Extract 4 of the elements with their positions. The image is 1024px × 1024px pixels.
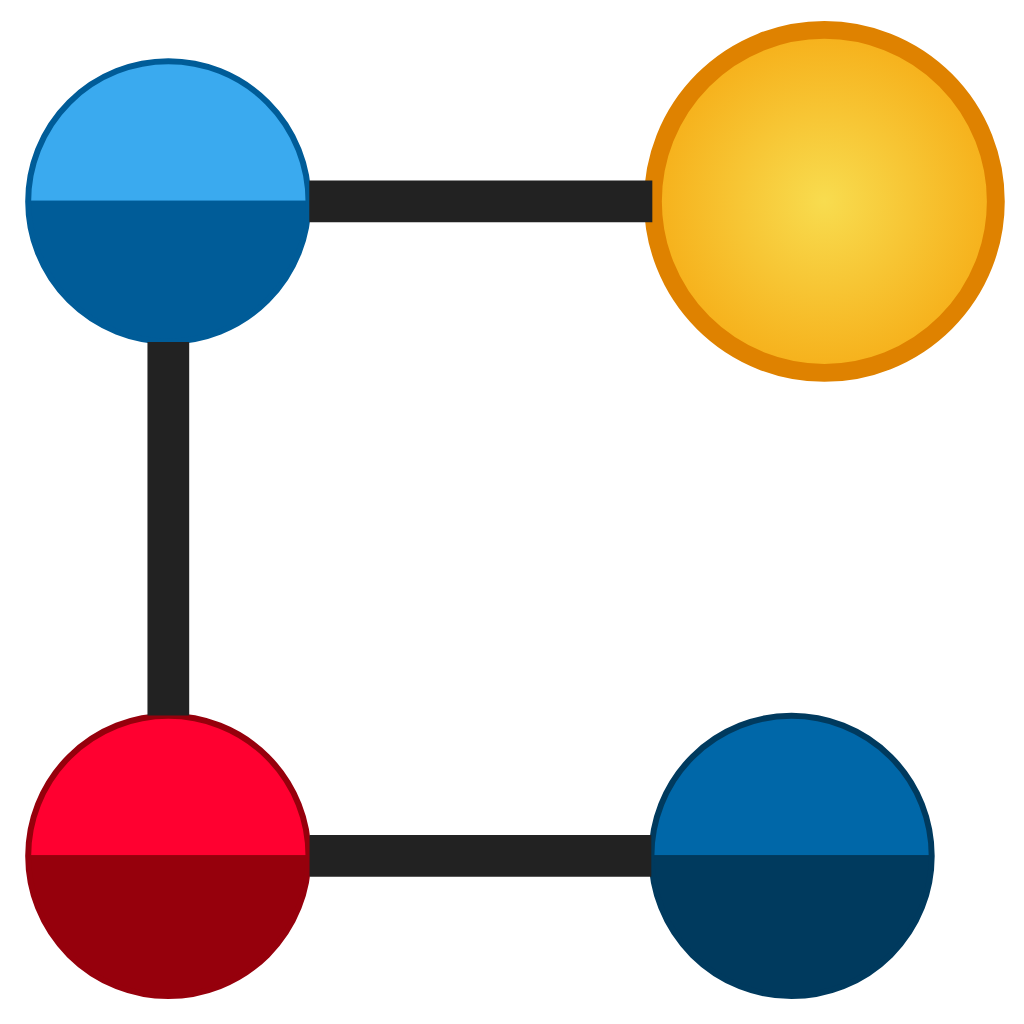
connector — [147, 340, 190, 715]
connector — [309, 179, 653, 222]
connector — [309, 834, 652, 876]
node-circle — [643, 20, 1005, 381]
